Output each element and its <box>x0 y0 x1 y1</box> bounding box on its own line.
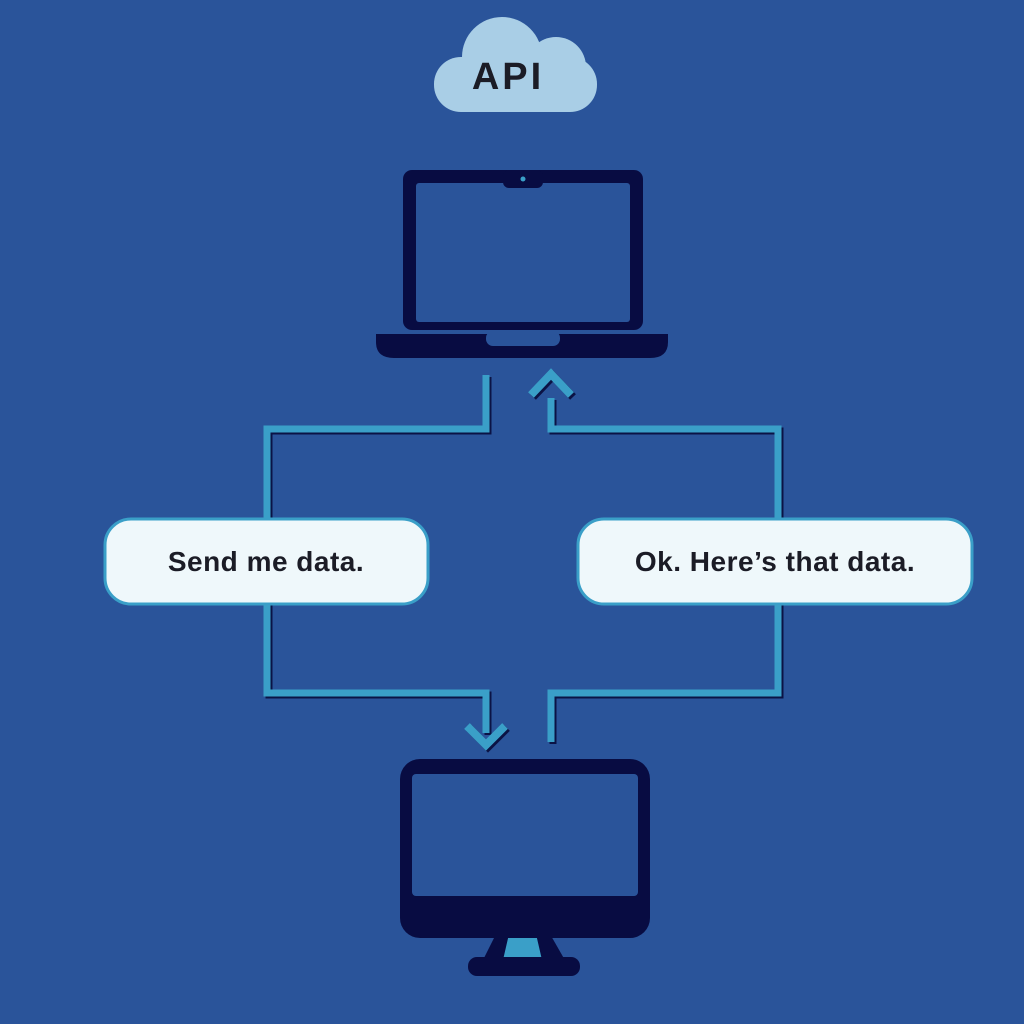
monitor-screen <box>412 774 638 896</box>
monitor-stand-base <box>468 957 580 976</box>
laptop-base-notch <box>486 331 560 346</box>
laptop-camera-dot <box>520 176 526 182</box>
desktop-monitor-icon <box>400 759 650 976</box>
laptop-icon <box>376 170 668 358</box>
response-bubble: Ok. Here’s that data. <box>576 517 974 606</box>
request-bubble: Send me data. <box>103 517 430 606</box>
api-cloud-label: API <box>472 56 544 98</box>
api-cloud-icon: API <box>434 17 597 112</box>
request-bubble-label: Send me data. <box>168 546 364 577</box>
monitor-stand-inner <box>503 934 542 960</box>
response-bubble-label: Ok. Here’s that data. <box>635 546 915 577</box>
